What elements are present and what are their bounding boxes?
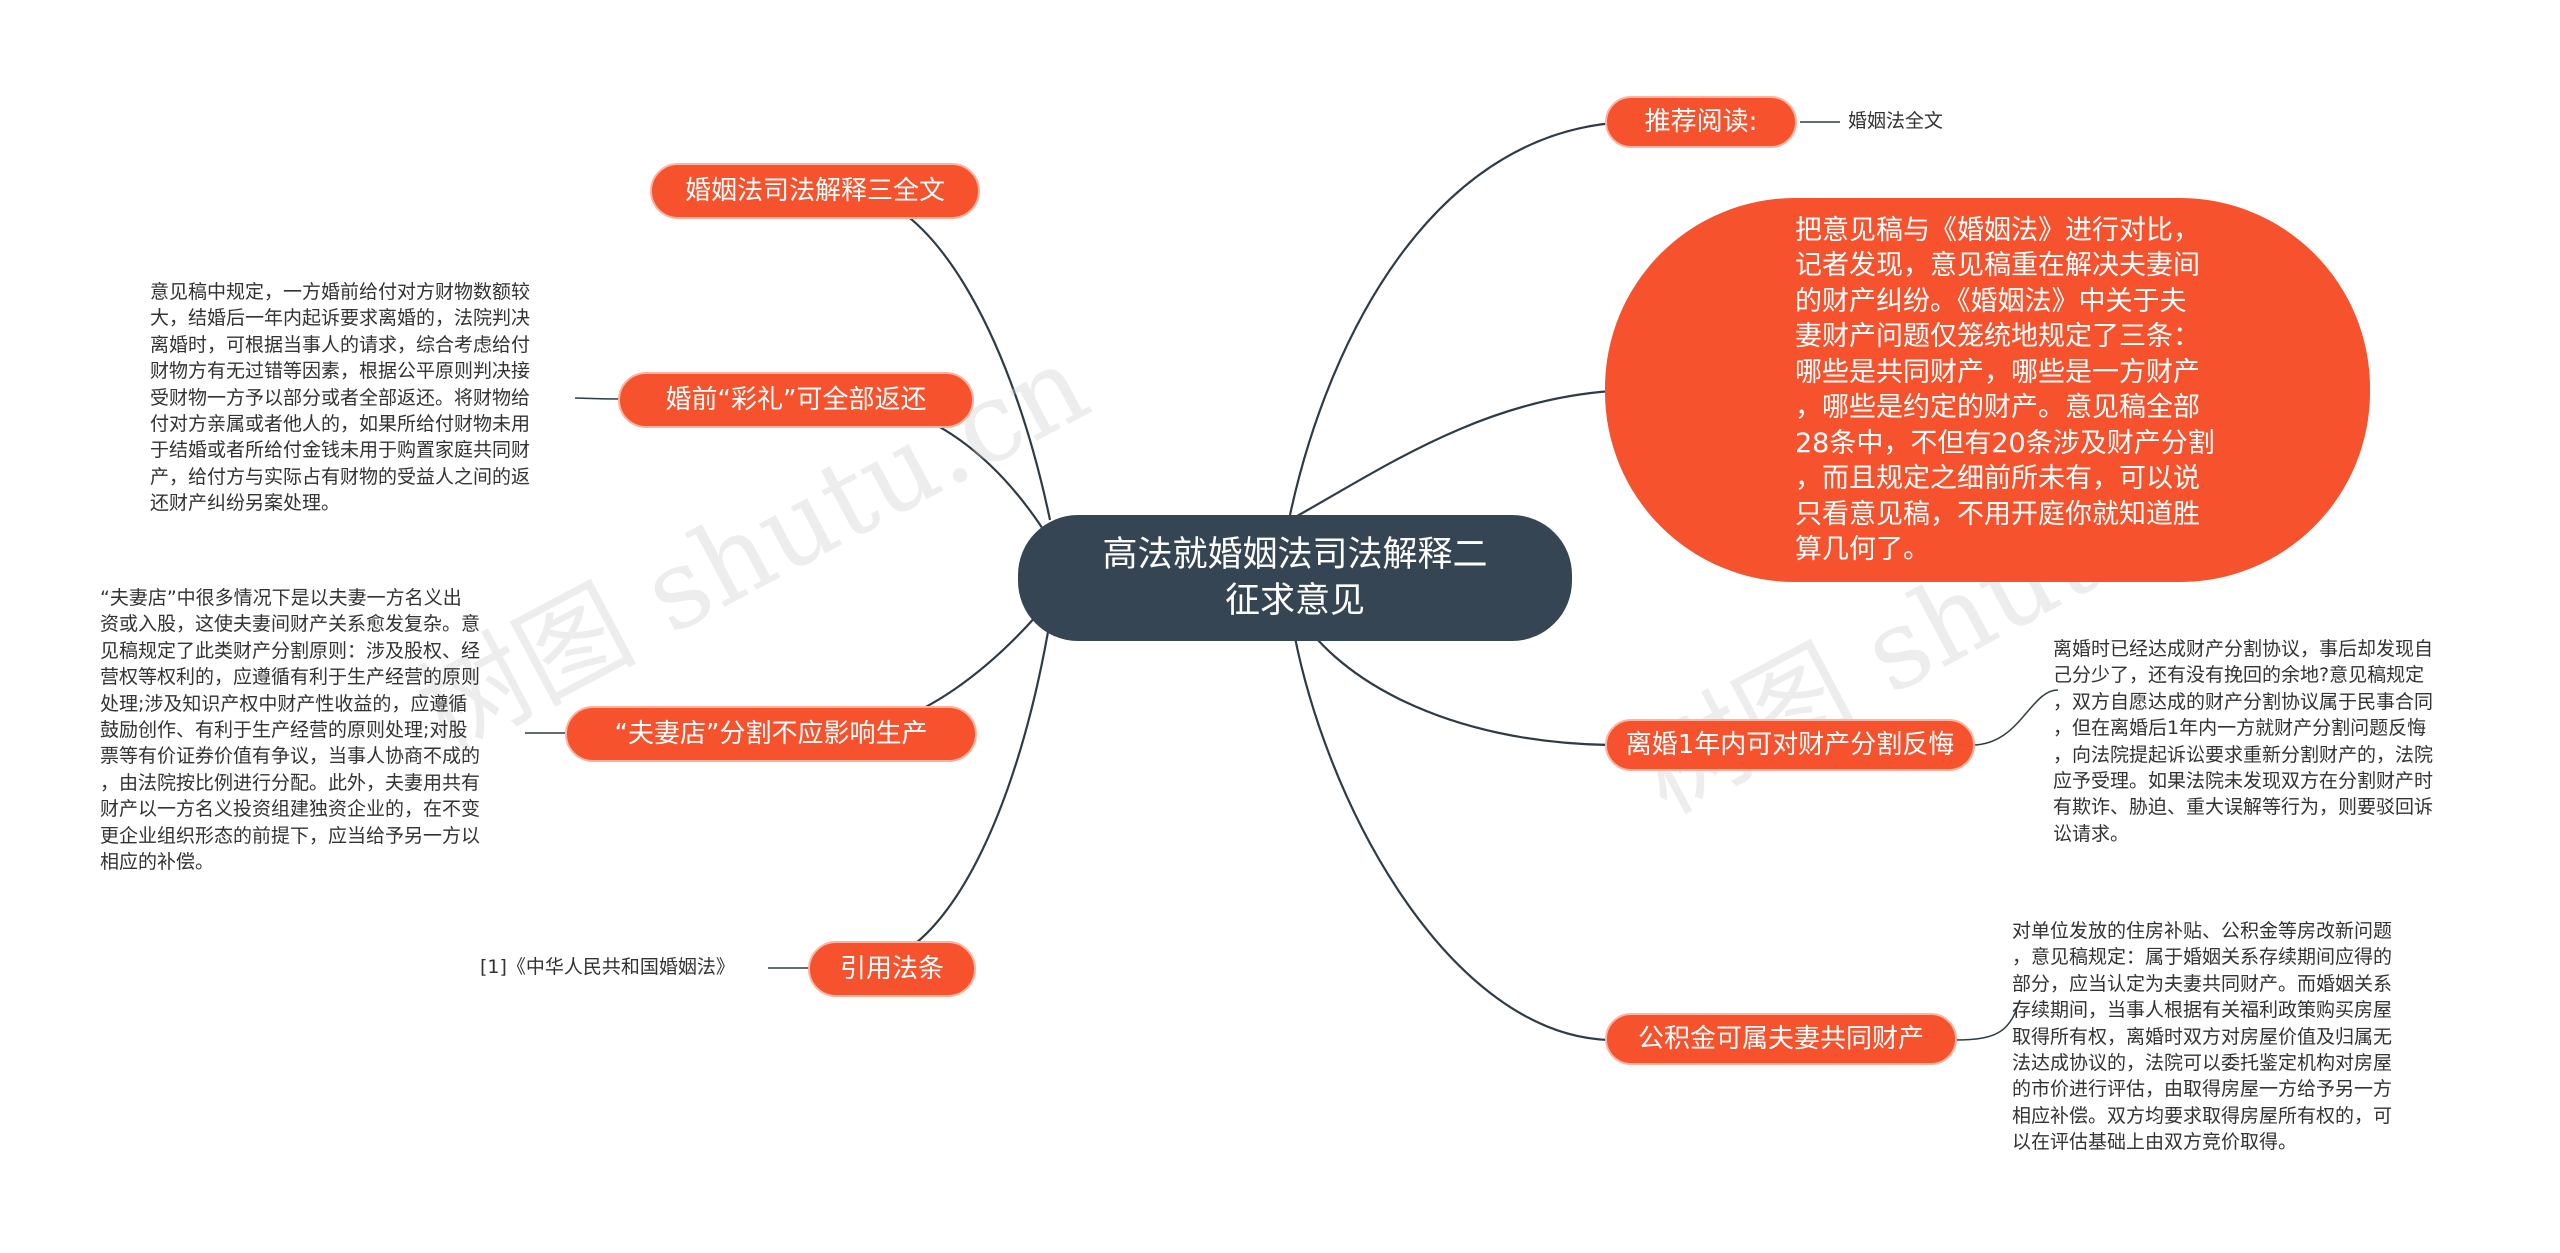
- note-cited-law[interactable]: [1]《中华人民共和国婚姻法》: [480, 956, 735, 978]
- branch-regret-label: 离婚1年内可对财产分割反悔: [1625, 730, 1955, 760]
- link-fund-note: [1954, 999, 2021, 1041]
- note-housing-fund: 对单位发放的住房补贴、公积金等房改新问题 ，意见稿规定：属于婚姻关系存续期间应得…: [2012, 920, 2393, 1154]
- branch-couple-shop[interactable]: “夫妻店”分割不应影响生产: [565, 706, 977, 762]
- branch-recommend-reading[interactable]: 推荐阅读:: [1605, 96, 1797, 148]
- branch-regret[interactable]: 离婚1年内可对财产分割反悔: [1605, 719, 1975, 771]
- central-topic-line2: 征求意见: [1224, 581, 1365, 621]
- branch-recommend-label: 推荐阅读:: [1644, 107, 1758, 137]
- link-center-compare: [1289, 389, 1613, 521]
- branch-interp3-label: 婚姻法司法解释三全文: [684, 176, 945, 206]
- branch-housing-fund[interactable]: 公积金可属夫妻共同财产: [1605, 1013, 1957, 1065]
- note-betrothal-gift: 意见稿中规定，一方婚前给付对方财物数额较 大，结婚后一年内起诉要求离婚的，法院判…: [150, 281, 531, 515]
- central-topic-line1: 高法就婚姻法司法解释二: [1102, 535, 1488, 575]
- note-recommend[interactable]: 婚姻法全文: [1848, 110, 1944, 132]
- branch-interpretation-three[interactable]: 婚姻法司法解释三全文: [650, 163, 980, 219]
- branch-fund-label: 公积金可属夫妻共同财产: [1637, 1024, 1924, 1054]
- link-center-cite: [855, 619, 1052, 970]
- branch-caili-label: 婚前“彩礼”可全部返还: [665, 385, 927, 415]
- branch-compare-bubble[interactable]: 把意见稿与《婚姻法》进行对比， 记者发现，意见稿重在解决夫妻间 的财产纠纷。《婚…: [1605, 198, 2370, 582]
- link-caili-note: [574, 397, 623, 400]
- link-center-interp3: [847, 190, 1052, 521]
- branch-cited-law[interactable]: 引用法条: [808, 941, 976, 997]
- compare-text: 把意见稿与《婚姻法》进行对比， 记者发现，意见稿重在解决夫妻间 的财产纠纷。《婚…: [1795, 214, 2215, 566]
- central-topic[interactable]: 高法就婚姻法司法解释二 征求意见: [1018, 515, 1572, 641]
- link-center-recommend: [1288, 120, 1634, 516]
- branch-betrothal-gift[interactable]: 婚前“彩礼”可全部返还: [618, 372, 974, 428]
- note-couple-shop: “夫妻店”中很多情况下是以夫妻一方名义出 资或入股，这使夫妻间财产关系愈发复杂。…: [100, 587, 481, 874]
- note-regret: 离婚时已经达成财产分割协议，事后却发现自 己分少了，还有没有挽回的余地?意见稿规…: [2053, 638, 2434, 845]
- link-center-fund: [1288, 609, 1611, 1042]
- branch-cite-label: 引用法条: [839, 954, 944, 984]
- link-regret-note: [1971, 689, 2059, 746]
- branch-shop-label: “夫妻店”分割不应影响生产: [614, 719, 928, 749]
